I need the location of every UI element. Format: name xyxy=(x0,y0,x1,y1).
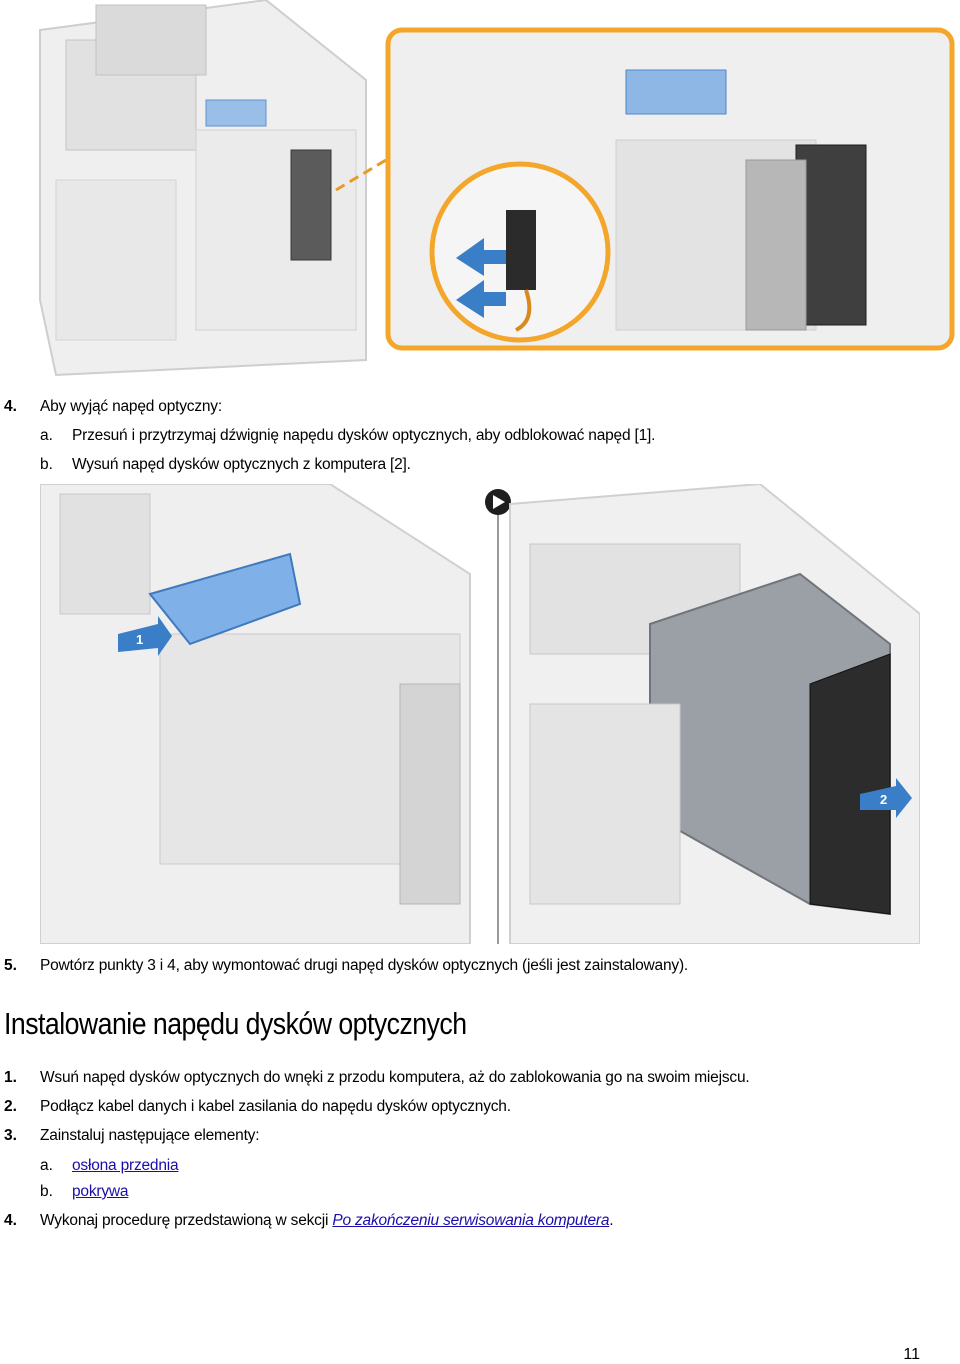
step-text: Zainstaluj następujące elementy: xyxy=(40,1127,260,1144)
link-front-cover[interactable]: osłona przednia xyxy=(72,1157,179,1174)
callout-1-icon: 1 xyxy=(118,616,172,656)
link-cover[interactable]: pokrywa xyxy=(72,1183,129,1200)
substep-letter: a. xyxy=(40,427,53,444)
step-number: 3. xyxy=(4,1127,17,1144)
step-number: 4. xyxy=(4,398,17,415)
drive-bay-illustration-left: 1 xyxy=(40,484,471,944)
release-lever xyxy=(148,552,302,646)
substep-text: Przesuń i przytrzymaj dźwignię napędu dy… xyxy=(72,427,656,444)
magnifier-detail xyxy=(429,161,611,343)
step-text: Powtórz punkty 3 i 4, aby wymontować dru… xyxy=(40,957,689,974)
step-number: 1. xyxy=(4,1069,17,1086)
substep-letter: b. xyxy=(40,456,53,473)
drive-bay-illustration-right: 2 xyxy=(509,484,920,944)
chassis-illustration-left xyxy=(39,0,367,377)
callout-label: 1 xyxy=(136,632,143,647)
substep-letter: b. xyxy=(40,1183,53,1200)
callout-leader-line xyxy=(335,158,387,192)
substep-text: Wysuń napęd dysków optycznych z komputer… xyxy=(72,456,411,473)
link-after-service[interactable]: Po zakończeniu serwisowania komputera xyxy=(332,1212,610,1229)
step-text-suffix: . xyxy=(609,1212,614,1229)
step-number: 5. xyxy=(4,957,17,974)
step-text-prefix: Wykonaj procedurę przedstawioną w sekcji xyxy=(40,1212,333,1229)
section-heading: Instalowanie napędu dysków optycznych xyxy=(4,1006,467,1041)
figure-remove-drive: 1 2 xyxy=(40,484,920,944)
page-number: 11 xyxy=(903,1346,920,1363)
step-text: Wsuń napęd dysków optycznych do wnęki z … xyxy=(40,1069,750,1086)
step-number: 4. xyxy=(4,1212,17,1229)
step-text: Wykonaj procedurę przedstawioną w sekcji… xyxy=(40,1212,614,1230)
step-text: Podłącz kabel danych i kabel zasilania d… xyxy=(40,1098,511,1115)
callout-label: 2 xyxy=(880,792,887,807)
step-number: 2. xyxy=(4,1098,17,1115)
callout-2-icon: 2 xyxy=(860,778,912,818)
figure-disconnect-cables xyxy=(39,0,955,377)
step-text: Aby wyjąć napęd optyczny: xyxy=(40,398,222,415)
substep-letter: a. xyxy=(40,1157,53,1174)
arrow-icon xyxy=(456,238,506,276)
arrow-icon xyxy=(456,280,506,318)
